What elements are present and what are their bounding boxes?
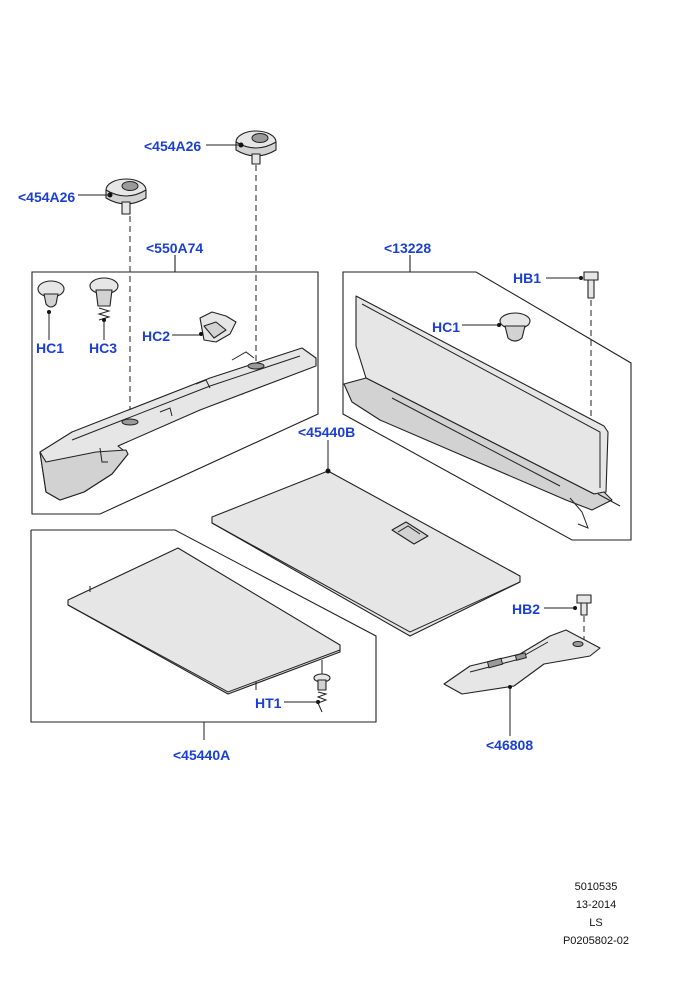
clip-hc2[interactable] — [199, 311, 237, 343]
floor-panel-45440a[interactable] — [67, 547, 341, 695]
reference-date: 13-2014 — [576, 899, 616, 911]
callout-454a26-left: <454A26 — [18, 189, 75, 205]
bracket-46808[interactable] — [443, 629, 601, 695]
callout-13228: <13228 — [384, 240, 431, 256]
screw-ht1[interactable] — [313, 673, 331, 713]
callout-hb1: HB1 — [513, 270, 541, 286]
callout-46808: <46808 — [486, 737, 533, 753]
callout-ht1: HT1 — [255, 695, 282, 711]
reference-number: 5010535 — [575, 881, 618, 893]
callout-454a26-top: <454A26 — [144, 138, 201, 154]
callout-45440b: <45440B — [298, 424, 355, 440]
callout-hb2: HB2 — [512, 601, 540, 617]
trim-panel-550a74[interactable] — [39, 347, 317, 501]
callout-hc3: HC3 — [89, 340, 117, 356]
clip-454a26-left[interactable] — [105, 178, 147, 215]
reference-part-code: P0205802-02 — [563, 935, 629, 947]
callout-hc1-right: HC1 — [432, 319, 460, 335]
load-panel-13228[interactable] — [343, 295, 621, 529]
callout-550a74: <550A74 — [146, 240, 203, 256]
callout-45440a: <45440A — [173, 747, 230, 763]
group-box-13228 — [342, 255, 632, 541]
reference-model: LS — [589, 917, 602, 929]
floor-panel-45440b[interactable] — [211, 468, 521, 637]
push-clip-hc1-right[interactable] — [497, 312, 531, 342]
callout-hc1-left: HC1 — [36, 340, 64, 356]
bolt-hb2[interactable] — [573, 594, 592, 616]
clip-454a26-top[interactable] — [235, 130, 277, 165]
push-clip-hc1-left[interactable] — [37, 280, 65, 340]
push-clip-hc3[interactable] — [89, 277, 119, 340]
group-box-550a74 — [31, 255, 319, 515]
group-box-45440a — [30, 529, 377, 740]
bolt-hb1[interactable] — [579, 271, 599, 299]
callout-hc2: HC2 — [142, 328, 170, 344]
